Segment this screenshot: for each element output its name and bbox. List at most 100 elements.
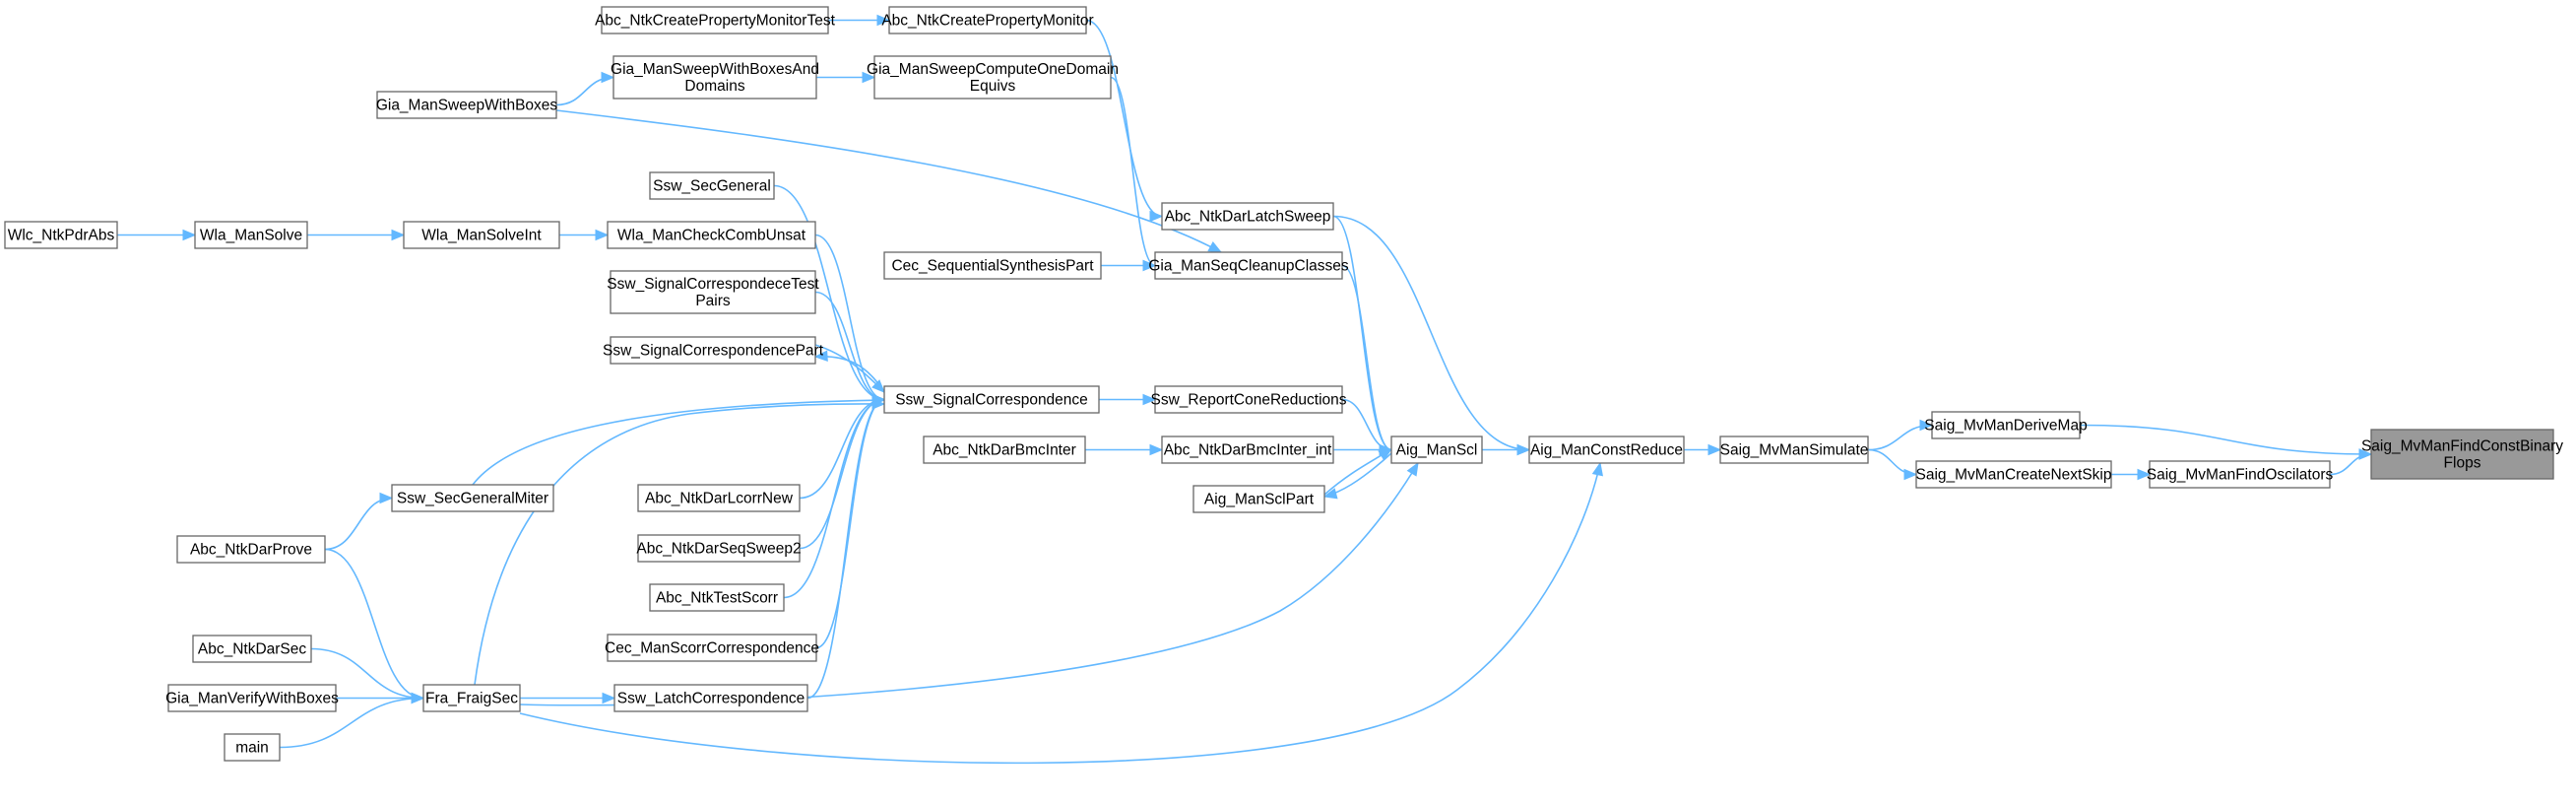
node-wlasolveint[interactable]: Wla_ManSolveInt — [403, 221, 560, 249]
node-label: Ssw_SecGeneralMiter — [397, 491, 548, 507]
edge-main-to-fraigsec — [279, 692, 425, 749]
node-label: Aig_ManScl — [1396, 442, 1478, 459]
edge-sweepboxes-to-sweepboxesdom — [555, 71, 615, 106]
node-darsec[interactable]: Abc_NtkDarSec — [192, 635, 312, 663]
node-sigcorr[interactable]: Ssw_SignalCorrespondence — [883, 385, 1100, 414]
node-bmcinterint[interactable]: Abc_NtkDarBmcInter_int — [1161, 436, 1334, 464]
node-verifyboxes[interactable]: Gia_ManVerifyWithBoxes — [165, 684, 339, 712]
node-cecscorr[interactable]: Cec_ManScorrCorrespondence — [605, 634, 819, 662]
edge-mansclpart-to-mancsl — [1323, 448, 1393, 496]
node-box — [883, 385, 1100, 414]
node-label: Aig_ManSclPart — [1204, 492, 1315, 508]
node-label: Saig_MvManSimulate — [1720, 442, 1869, 459]
edge-constreduce-to-simulate — [1684, 443, 1722, 456]
node-box — [2370, 429, 2554, 480]
node-box — [1528, 436, 1685, 464]
edge-createpropmon-to-latchsweep — [1085, 19, 1164, 223]
edge-simulate-to-derivemap — [1867, 419, 1934, 451]
node-label: Abc_NtkDarSeqSweep2 — [636, 541, 801, 558]
node-simulate[interactable]: Saig_MvManSimulate — [1719, 436, 1869, 464]
node-createpropmon[interactable]: Abc_NtkCreatePropertyMonitor — [881, 6, 1094, 34]
node-label: Saig_MvManCreateNextSkip — [1915, 467, 2111, 484]
node-derivemap[interactable]: Saig_MvManDeriveMap — [1924, 411, 2088, 439]
node-label: Wlc_NtkPdrAbs — [8, 228, 115, 244]
node-seqcleanup[interactable]: Gia_ManSeqCleanupClasses — [1148, 251, 1349, 280]
edge-createnext-to-findosc — [2111, 468, 2152, 481]
edge-sigcorr-to-sigcorrpart — [813, 350, 885, 393]
edge-wlcpdr-to-wlasolve — [117, 229, 197, 241]
node-wlasolve[interactable]: Wla_ManSolve — [194, 221, 308, 249]
node-box — [1390, 436, 1483, 464]
node-mancsl[interactable]: Aig_ManScl — [1390, 436, 1483, 464]
node-bmcinter[interactable]: Abc_NtkDarBmcInter — [923, 436, 1086, 464]
node-box — [167, 684, 337, 712]
node-seqsweep2[interactable]: Abc_NtkDarSeqSweep2 — [636, 534, 802, 563]
node-box — [612, 55, 817, 100]
node-box — [888, 6, 1087, 34]
node-findosc[interactable]: Saig_MvManFindOscilators — [2147, 460, 2334, 489]
node-label: Flops — [2444, 455, 2481, 472]
edge-fraigsec-to-latchcorr — [520, 692, 616, 704]
node-label: Equivs — [970, 78, 1016, 95]
node-sweepboxes[interactable]: Gia_ManSweepWithBoxes — [376, 91, 558, 119]
edge-sweepcompute-to-seqcleanup — [1110, 76, 1157, 272]
node-box — [2149, 460, 2331, 489]
edge-derivemap-to-root — [2079, 424, 2373, 460]
node-label: Ssw_LatchCorrespondence — [617, 691, 805, 707]
node-label: Abc_NtkDarSec — [198, 641, 307, 658]
node-box — [1161, 436, 1334, 464]
node-darprove[interactable]: Abc_NtkDarProve — [176, 535, 326, 564]
node-cecseqsynth[interactable]: Cec_SequentialSynthesisPart — [883, 251, 1102, 280]
node-label: Ssw_SignalCorrespondeceTest — [607, 276, 819, 293]
edge-bmcinter-to-bmcinterint — [1085, 443, 1164, 456]
node-label: Wla_ManCheckCombUnsat — [617, 228, 806, 244]
node-layer: Saig_MvManFindConstBinaryFlopsSaig_MvMan… — [4, 6, 2563, 762]
node-box — [391, 484, 554, 512]
node-label: Wla_ManSolveInt — [421, 228, 542, 244]
edge-mancsl-to-mansclpart — [1322, 452, 1392, 500]
node-label: Ssw_SignalCorrespondencePart — [603, 343, 824, 360]
node-box — [610, 336, 816, 365]
edge-fraigsec-to-constreduce — [519, 461, 1604, 765]
node-wlacheck[interactable]: Wla_ManCheckCombUnsat — [607, 221, 816, 249]
node-main[interactable]: main — [224, 733, 281, 762]
node-box — [192, 635, 312, 663]
node-mansclpart[interactable]: Aig_ManSclPart — [1192, 485, 1325, 513]
node-latchcorr[interactable]: Ssw_LatchCorrespondence — [613, 684, 808, 712]
node-sigcorrpart[interactable]: Ssw_SignalCorrespondencePart — [603, 336, 824, 365]
node-secgeneral[interactable]: Ssw_SecGeneral — [649, 171, 775, 200]
node-secgenmiter[interactable]: Ssw_SecGeneralMiter — [391, 484, 554, 512]
node-box — [649, 583, 785, 612]
node-label: Cec_SequentialSynthesisPart — [891, 258, 1094, 275]
node-wlcpdr[interactable]: Wlc_NtkPdrAbs — [4, 221, 118, 249]
node-box — [1192, 485, 1325, 513]
node-label: Domains — [684, 78, 744, 95]
edge-layer — [117, 14, 2373, 765]
node-reportcone[interactable]: Ssw_ReportConeReductions — [1150, 385, 1347, 414]
node-createpropmontest[interactable]: Abc_NtkCreatePropertyMonitorTest — [595, 6, 836, 34]
node-box — [1154, 251, 1343, 280]
node-constreduce[interactable]: Aig_ManConstReduce — [1528, 436, 1685, 464]
node-box — [923, 436, 1086, 464]
node-box — [4, 221, 118, 249]
node-label: Abc_NtkDarLatchSweep — [1165, 209, 1331, 226]
node-box — [601, 6, 829, 34]
node-lcorrnew[interactable]: Abc_NtkDarLcorrNew — [637, 484, 801, 512]
node-fraigsec[interactable]: Fra_FraigSec — [422, 684, 521, 712]
edge-latchsweep-to-constreduce — [1332, 215, 1531, 456]
node-box — [224, 733, 281, 762]
edge-simulate-to-createnext — [1867, 448, 1918, 481]
node-box — [1161, 202, 1334, 231]
node-testscorr[interactable]: Abc_NtkTestScorr — [649, 583, 785, 612]
node-box — [649, 171, 775, 200]
node-createnext[interactable]: Saig_MvManCreateNextSkip — [1915, 460, 2112, 489]
node-latchsweep[interactable]: Abc_NtkDarLatchSweep — [1161, 202, 1334, 231]
node-label: Abc_NtkDarProve — [190, 542, 312, 559]
node-box — [873, 55, 1112, 100]
edge-lcorrnew-to-sigcorr — [799, 393, 886, 500]
